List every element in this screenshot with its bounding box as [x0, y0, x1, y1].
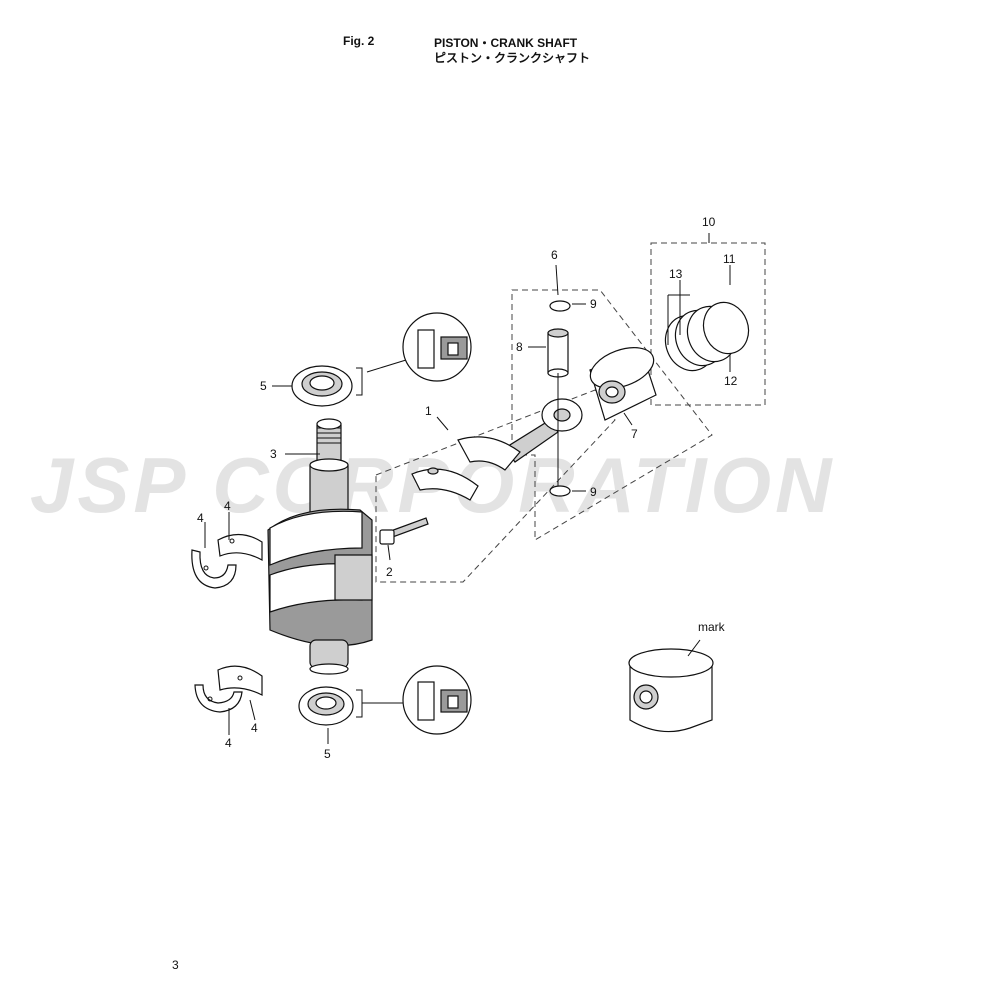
connecting-rod — [457, 398, 583, 471]
piston-pin-clip-upper — [549, 300, 571, 312]
seal-detail-upper — [356, 312, 472, 396]
callout-6: 6 — [551, 248, 558, 262]
callout-1: 1 — [425, 404, 432, 418]
main-bearing-upper — [191, 533, 263, 589]
piston-ring-set-box — [650, 242, 766, 406]
oil-seal-upper — [291, 365, 353, 407]
connecting-rod-cap — [411, 467, 479, 501]
crankshaft — [267, 418, 373, 675]
seal-detail-lower — [356, 665, 472, 735]
connecting-rod-bolt — [379, 517, 429, 545]
callout-7: 7 — [631, 427, 638, 441]
callout-4: 4 — [225, 736, 232, 750]
page-title: PISTON・CRANK SHAFT — [434, 36, 578, 50]
callout-11: 11 — [723, 252, 736, 266]
callout-9: 9 — [590, 297, 597, 311]
leader-lines — [204, 233, 731, 744]
callout-3: 3 — [270, 447, 277, 461]
callout-9: 9 — [590, 485, 597, 499]
callout-4: 4 — [251, 721, 258, 735]
callout-13: 13 — [669, 267, 683, 281]
piston-pin — [547, 328, 569, 378]
main-bearing-lower — [194, 665, 263, 713]
callout-10: 10 — [702, 215, 716, 229]
callout-4: 4 — [197, 511, 204, 525]
mark-label: mark — [698, 620, 726, 634]
callout-8: 8 — [516, 340, 523, 354]
callout-5: 5 — [324, 747, 331, 761]
piston-pin-clip-lower — [549, 485, 571, 497]
callout-5: 5 — [260, 379, 267, 393]
callout-12: 12 — [724, 374, 738, 388]
oil-seal-lower — [298, 686, 354, 726]
piston — [589, 347, 657, 421]
page-title-japanese: ピストン・クランクシャフト — [434, 51, 591, 65]
figure-label: Fig. 2 — [343, 34, 375, 48]
page-number: 3 — [172, 958, 179, 972]
callout-4: 4 — [224, 499, 231, 513]
reference-piston — [628, 639, 714, 733]
callout-2: 2 — [386, 565, 393, 579]
piston-rings — [664, 301, 750, 372]
